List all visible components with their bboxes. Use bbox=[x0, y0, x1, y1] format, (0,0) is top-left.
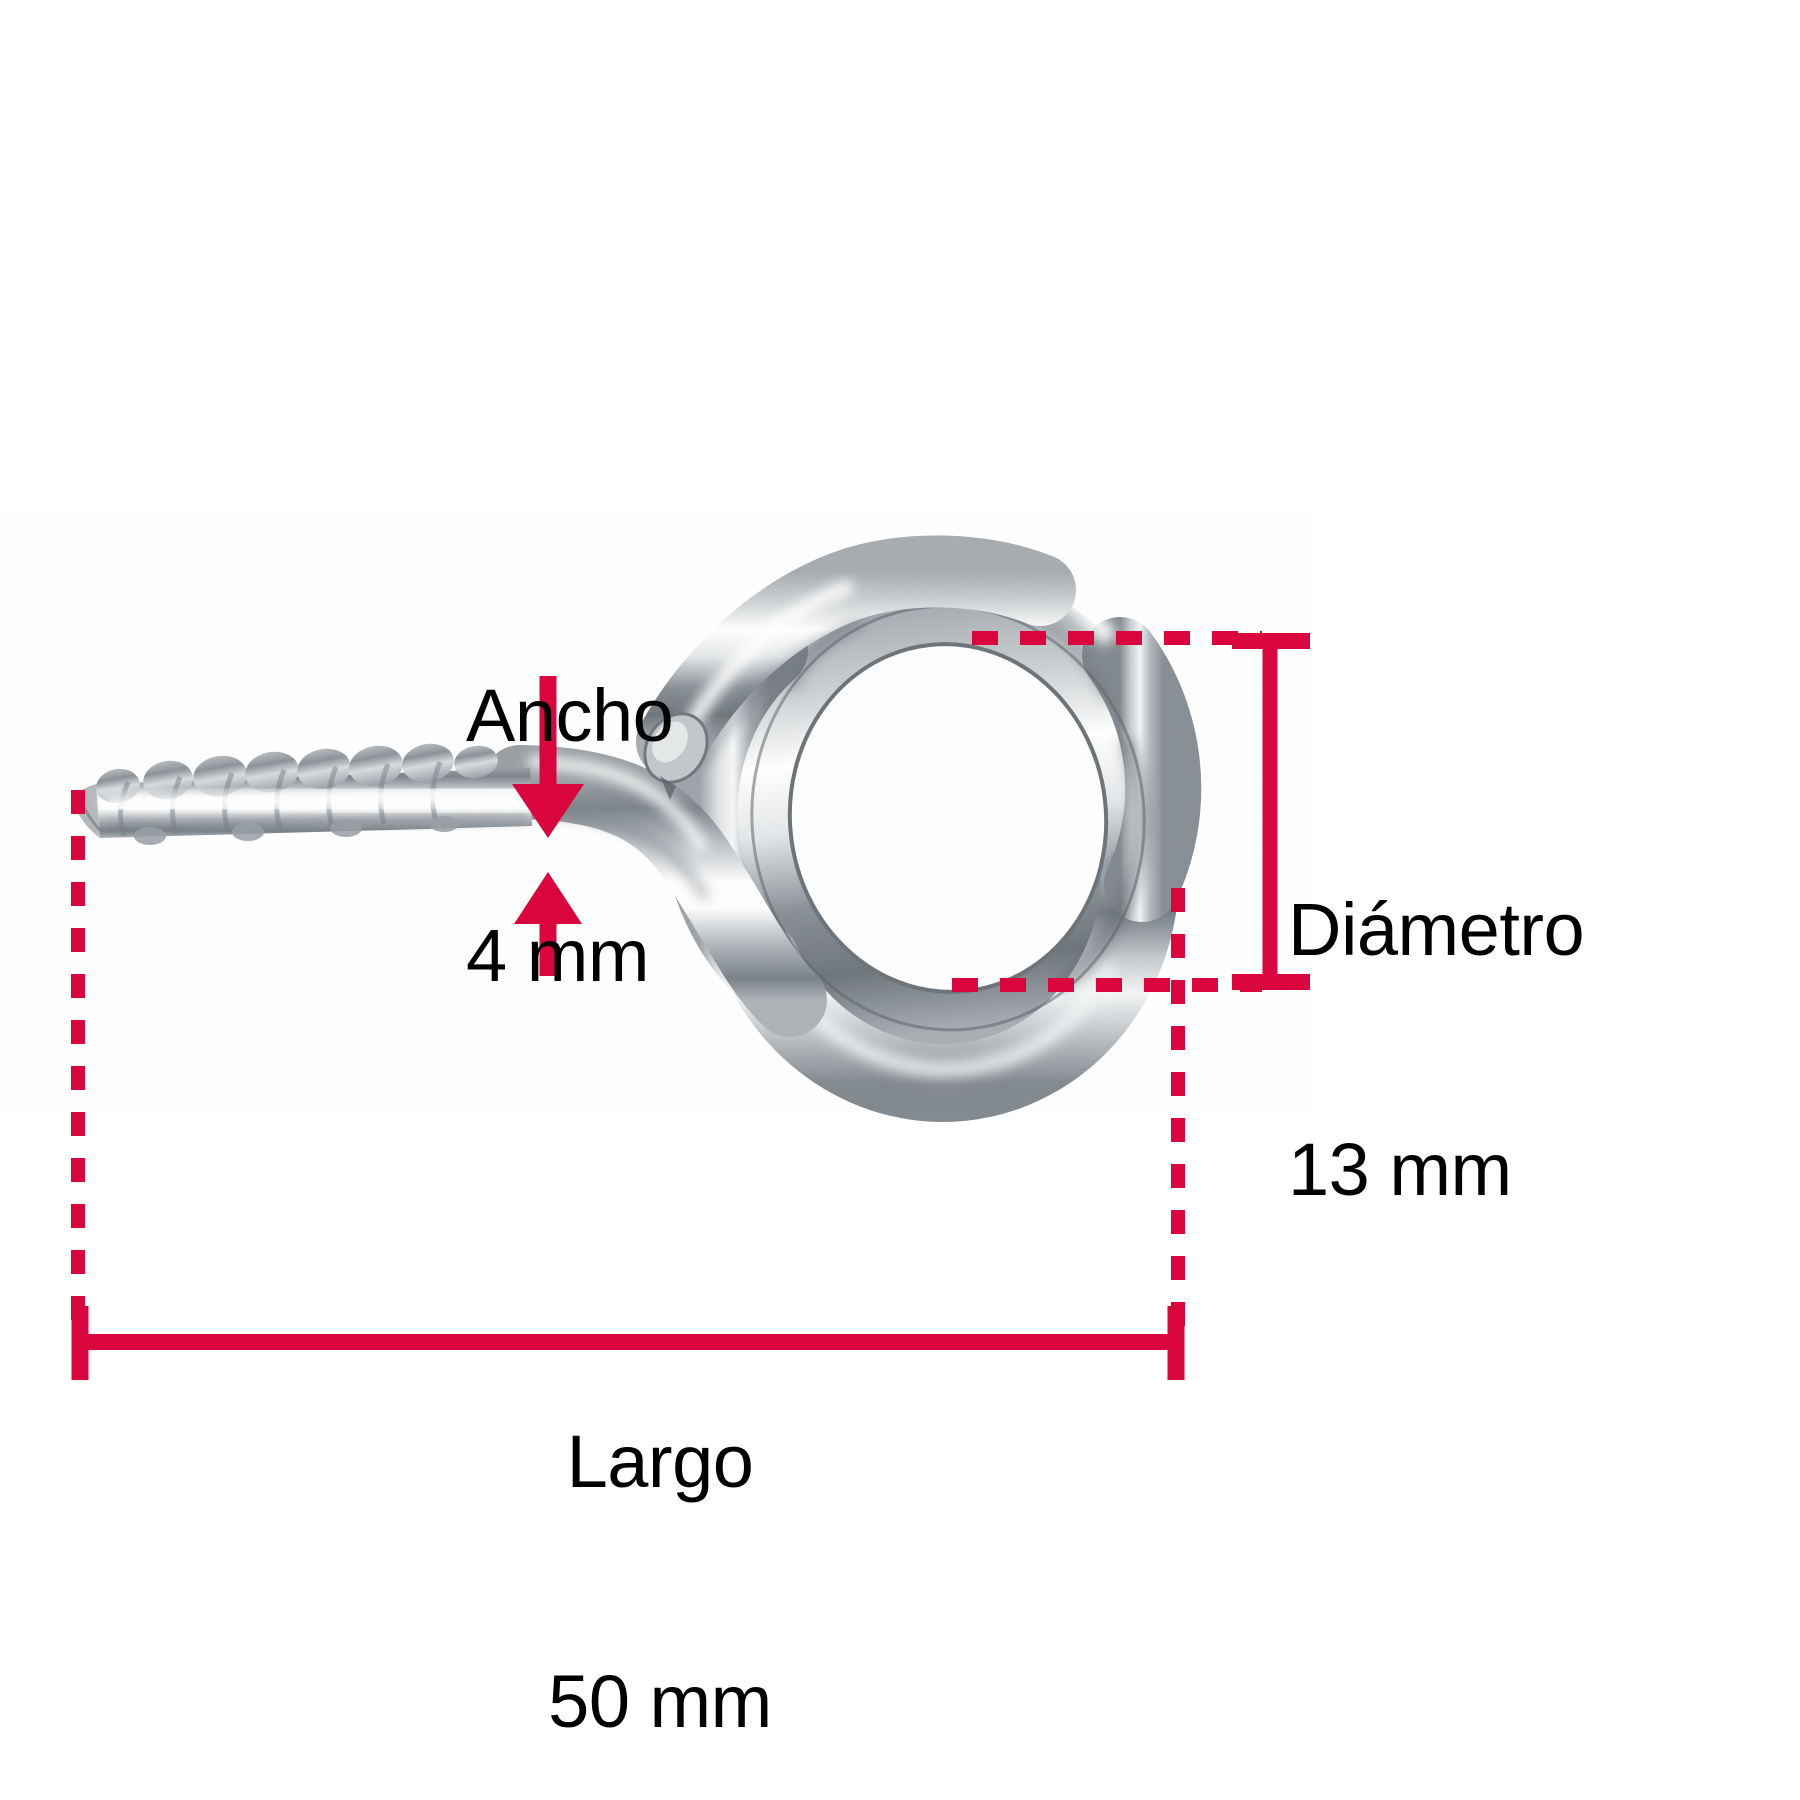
ancho-label-value: 4 mm bbox=[466, 913, 650, 997]
diametro-label-name: Diámetro bbox=[1288, 887, 1585, 971]
largo-label-name: Largo bbox=[566, 1419, 754, 1503]
largo-dimension-label: Largo 50 mm bbox=[480, 1262, 840, 1800]
diametro-label-value: 13 mm bbox=[1288, 1127, 1512, 1211]
largo-label-value: 50 mm bbox=[548, 1659, 772, 1743]
ancho-dimension-label: Ancho 4 mm bbox=[466, 516, 674, 1155]
ancho-label-name: Ancho bbox=[466, 673, 674, 757]
diametro-dimension-label: Diámetro 13 mm bbox=[1288, 730, 1748, 1369]
